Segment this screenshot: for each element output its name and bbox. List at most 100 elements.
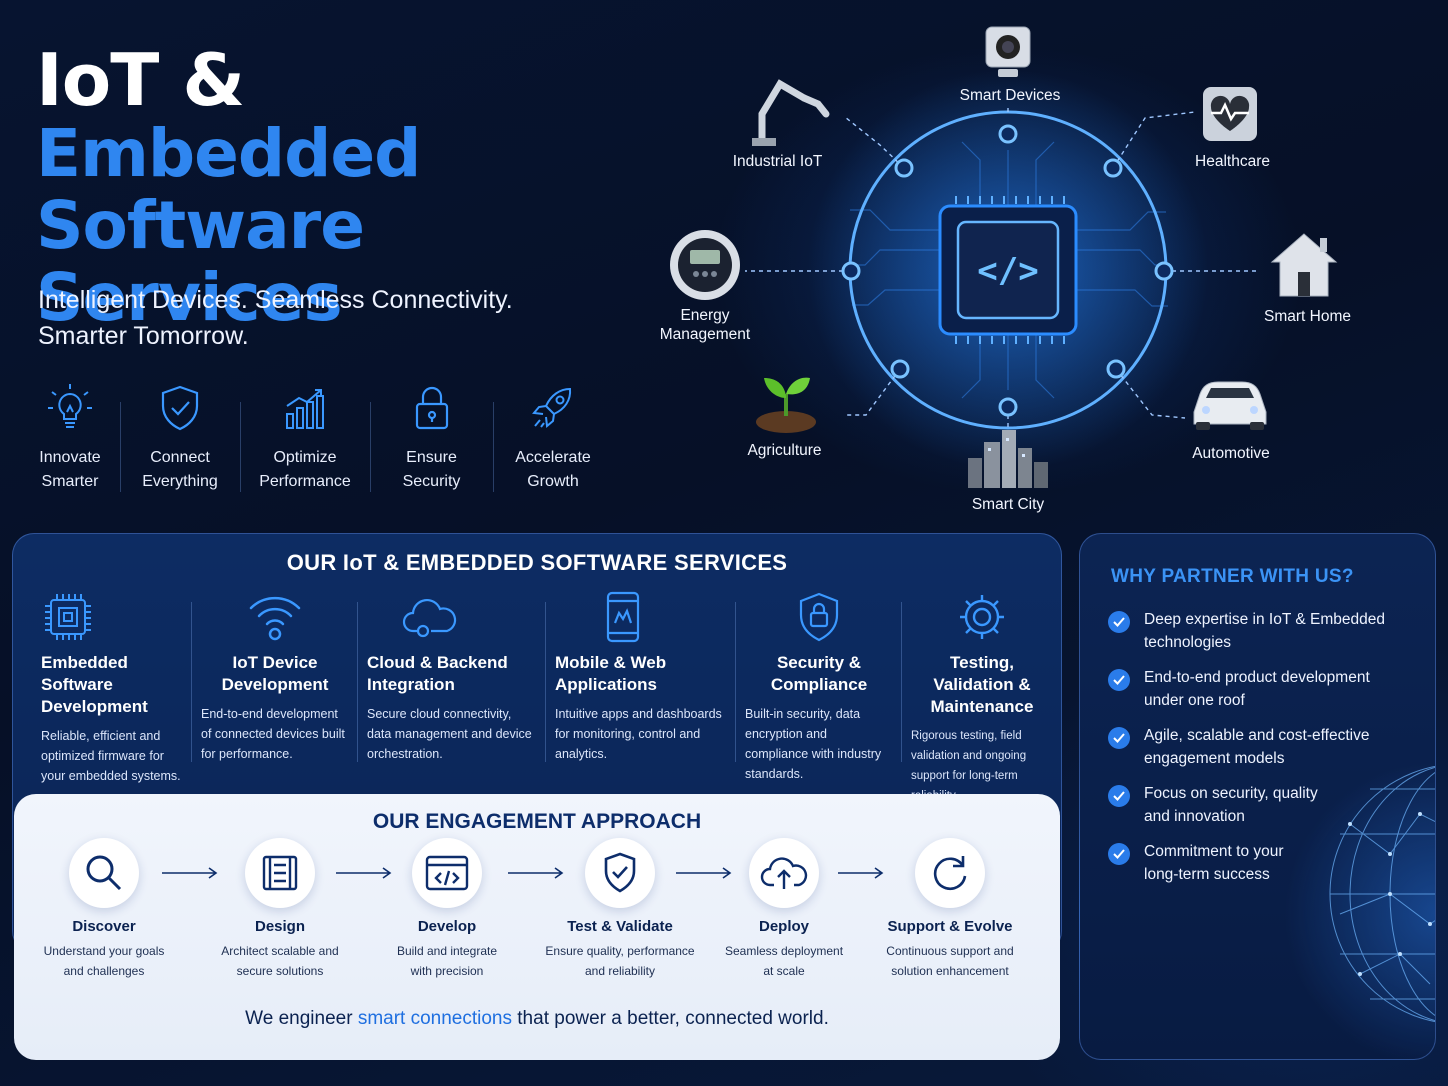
step-desc: solution enhancement bbox=[891, 964, 1009, 978]
service-title: Testing, Validation & Maintenance bbox=[930, 653, 1034, 716]
check-icon bbox=[1108, 727, 1130, 749]
closing-pre: We engineer bbox=[245, 1008, 358, 1029]
bar-chart-icon bbox=[240, 380, 370, 436]
chip-icon bbox=[938, 196, 1078, 344]
shield-check-icon bbox=[120, 380, 240, 436]
shield-check-icon bbox=[585, 838, 655, 908]
pillar-label: Performance bbox=[259, 473, 351, 490]
label-energy-management: Energy Management bbox=[640, 306, 770, 344]
arrow-icon bbox=[676, 867, 732, 879]
label-smart-city: Smart City bbox=[971, 496, 1045, 513]
pillar-label: Accelerate bbox=[515, 449, 591, 466]
closing-highlight: smart connections bbox=[357, 1008, 512, 1029]
why-item-line: End-to-end product development bbox=[1144, 669, 1370, 686]
service-iot-device: IoT Device Development End-to-end develo… bbox=[191, 588, 357, 788]
label-industrial-iot: Industrial IoT bbox=[732, 153, 823, 170]
check-icon bbox=[1108, 785, 1130, 807]
why-item-line: long-term success bbox=[1144, 866, 1270, 883]
service-title: Security & Compliance bbox=[770, 653, 868, 694]
label-healthcare: Healthcare bbox=[1195, 153, 1270, 170]
step-title: Deploy bbox=[758, 918, 809, 935]
pillar-label: Smarter bbox=[41, 473, 99, 490]
cloud-upload-icon bbox=[749, 838, 819, 908]
service-desc: Built-in security, data encryption and c… bbox=[745, 707, 882, 781]
services-list: Embedded Software Development Reliable, … bbox=[31, 588, 1061, 802]
arrow-icon bbox=[838, 867, 884, 879]
service-desc: Reliable, efficient and optimized firmwa… bbox=[41, 729, 181, 783]
page-title: IoT & Embedded Software Services bbox=[36, 42, 656, 334]
step-title: Test & Validate bbox=[567, 918, 673, 935]
pillar-label: Innovate bbox=[39, 449, 101, 466]
step-desc: Ensure quality, performance bbox=[545, 944, 695, 958]
check-icon bbox=[1108, 669, 1130, 691]
arrow-icon bbox=[508, 867, 564, 879]
blueprint-icon bbox=[245, 838, 315, 908]
service-embedded-software: Embedded Software Development Reliable, … bbox=[31, 588, 191, 788]
refresh-icon bbox=[915, 838, 985, 908]
service-security-compliance: Security & Compliance Built-in security,… bbox=[735, 588, 901, 788]
service-mobile-web: Mobile & Web Applications Intuitive apps… bbox=[545, 588, 735, 788]
service-testing: Testing, Validation & Maintenance Rigoro… bbox=[901, 588, 1061, 802]
label-smart-home: Smart Home bbox=[1264, 308, 1351, 325]
robot-arm-icon bbox=[748, 72, 840, 148]
why-item-line: technologies bbox=[1144, 634, 1232, 651]
step-desc: Build and integrate bbox=[396, 944, 498, 958]
label-energy-line-2: Management bbox=[659, 326, 751, 343]
arrow-icon bbox=[162, 867, 218, 879]
engagement-heading: OUR ENGAGEMENT APPROACH bbox=[372, 810, 702, 833]
why-item-line: engagement models bbox=[1144, 750, 1285, 767]
sprout-icon bbox=[752, 366, 820, 434]
service-title: IoT Device Development bbox=[221, 653, 329, 694]
pillar-label: Everything bbox=[142, 473, 218, 490]
title-line-2: Embedded bbox=[36, 115, 421, 192]
service-desc: Intuitive apps and dashboards for monito… bbox=[555, 707, 722, 761]
tagline: Intelligent Devices. Seamless Connectivi… bbox=[38, 282, 598, 354]
service-cloud-backend: Cloud & Backend Integration Secure cloud… bbox=[357, 588, 545, 788]
step-desc: at scale bbox=[763, 964, 805, 978]
step-desc: Continuous support and bbox=[886, 944, 1014, 958]
pillar-label: Ensure bbox=[406, 449, 457, 466]
label-agriculture: Agriculture bbox=[747, 442, 822, 459]
rocket-icon bbox=[493, 380, 613, 436]
lightbulb-icon bbox=[20, 380, 120, 436]
why-partner-panel: WHY PARTNER WITH US? Deep expertise in I… bbox=[1079, 533, 1436, 1060]
service-desc: Secure cloud connectivity, data manageme… bbox=[367, 707, 532, 761]
tagline-line-1: Intelligent Devices. Seamless Connectivi… bbox=[38, 286, 513, 314]
pillar-label: Growth bbox=[527, 473, 579, 490]
step-title: Develop bbox=[417, 918, 477, 935]
step-desc: Architect scalable and bbox=[221, 944, 339, 958]
why-list: Deep expertise in IoT & Embedded technolo… bbox=[1108, 608, 1418, 898]
closing-post: that power a better, connected world. bbox=[512, 1008, 829, 1029]
title-line-3: Software Services bbox=[36, 187, 365, 336]
shield-lock-icon bbox=[745, 588, 893, 646]
pillar-label: Connect bbox=[150, 449, 210, 466]
gear-icon bbox=[911, 588, 1053, 646]
step-desc: Understand your goals bbox=[43, 944, 165, 958]
why-item-line: Deep expertise in IoT & Embedded bbox=[1144, 611, 1385, 628]
step-desc: secure solutions bbox=[236, 964, 324, 978]
hub-connectors bbox=[745, 108, 1258, 430]
car-icon bbox=[1188, 370, 1272, 434]
why-item-line: Focus on security, quality bbox=[1144, 785, 1318, 802]
step-title: Discover bbox=[72, 918, 136, 935]
step-desc: and reliability bbox=[584, 964, 656, 978]
title-line-1: IoT & bbox=[36, 38, 245, 122]
house-icon bbox=[1268, 228, 1340, 300]
search-icon bbox=[69, 838, 139, 908]
check-icon bbox=[1108, 843, 1130, 865]
smartphone-icon bbox=[555, 588, 727, 646]
code-window-icon bbox=[412, 838, 482, 908]
wifi-icon bbox=[201, 588, 349, 646]
city-buildings-icon bbox=[964, 428, 1052, 490]
